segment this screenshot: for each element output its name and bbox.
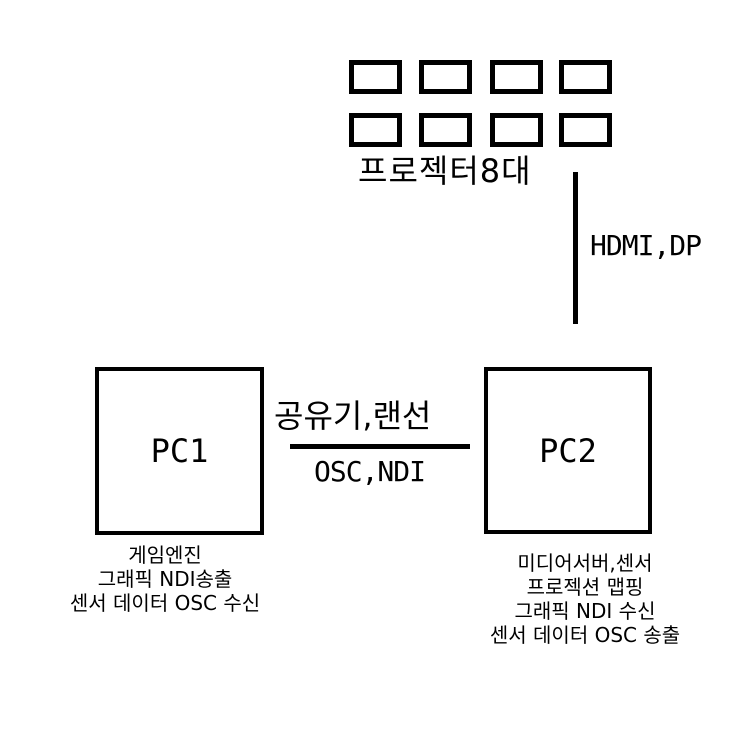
pc2-description: 미디어서버,센서 프로젝션 맵핑 그래픽 NDI 수신 센서 데이터 OSC 송… — [440, 551, 730, 647]
network-connection-label-top: 공유기,랜선 — [274, 397, 432, 435]
projector-8 — [559, 113, 612, 147]
pc1-description-line: 센서 데이터 OSC 수신 — [69, 591, 261, 615]
projector-label: 프로젝터8대 — [358, 152, 532, 190]
projector-4 — [559, 60, 612, 94]
pc2-label: PC2 — [539, 431, 597, 470]
pc2-description-line: 프로젝션 맵핑 — [526, 575, 644, 599]
projector-7 — [490, 113, 543, 147]
pc2-description-line: 그래픽 NDI 수신 — [514, 599, 656, 623]
pc1-description: 게임엔진 그래픽 NDI송출 센서 데이터 OSC 수신 — [30, 543, 300, 615]
projector-5 — [349, 113, 402, 147]
pc1-box: PC1 — [95, 367, 264, 535]
network-connection-label-bottom: OSC,NDI — [314, 455, 426, 488]
pc1-description-line: 게임엔진 — [128, 543, 202, 567]
pc1-label: PC1 — [150, 432, 209, 470]
projector-1 — [349, 60, 402, 94]
pc2-box: PC2 — [484, 367, 652, 534]
projector-6 — [419, 113, 472, 147]
pc1-description-line: 그래픽 NDI송출 — [97, 567, 233, 591]
projector-connection-line — [573, 172, 578, 324]
pc2-description-line: 미디어서버,센서 — [517, 551, 653, 575]
projector-3 — [490, 60, 543, 94]
projector-connection-label: HDMI,DP — [590, 229, 702, 262]
pc2-description-line: 센서 데이터 OSC 송출 — [489, 623, 681, 647]
network-connection-line — [290, 444, 470, 449]
projector-2 — [419, 60, 472, 94]
